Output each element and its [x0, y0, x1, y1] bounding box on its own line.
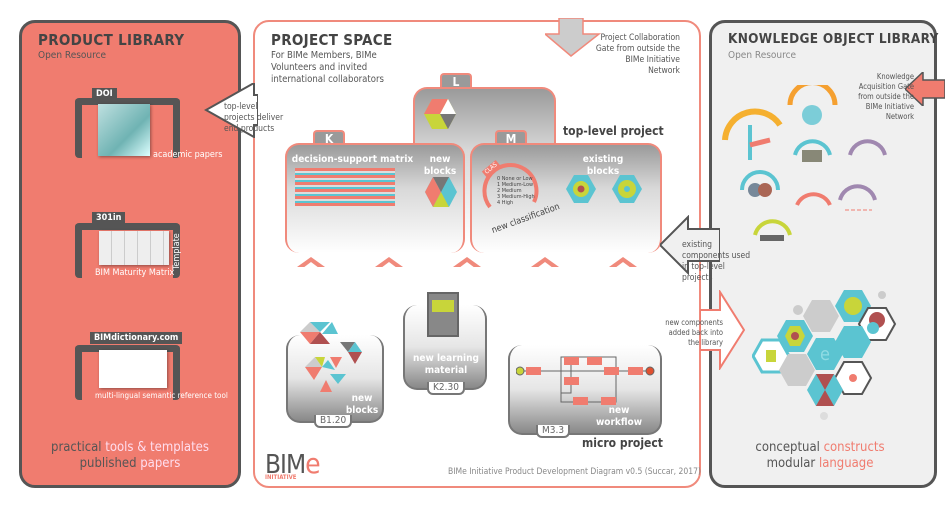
micro-project-label: micro project: [582, 436, 663, 450]
credit-text: BIMe Initiative Product Development Diag…: [448, 467, 701, 477]
micro-b-label: new blocks: [345, 393, 379, 416]
block-tab-k: K: [313, 130, 345, 146]
hexagon-block-icon: [424, 99, 456, 129]
up-chevron-icon: [375, 257, 403, 268]
product-caption: BIM Maturity Matrix: [95, 268, 175, 278]
knowledge-footer: conceptual constructs modular language: [755, 440, 885, 471]
existing-blocks-icons: [566, 175, 642, 203]
classification-arc: [482, 162, 539, 209]
bime-logo: BIMe INITIATIVE: [265, 447, 321, 481]
new-components-arrow: [700, 290, 745, 370]
hexagon-block-icon: [425, 177, 457, 207]
k-title: decision-support matrix: [291, 154, 414, 165]
knowledge-library-subtitle: Open Resource: [728, 50, 797, 61]
new-components-label: new components added back into the libra…: [665, 318, 723, 347]
existing-blocks-label: existing blocks: [582, 154, 624, 177]
product-library-subtitle: Open Resource: [38, 50, 107, 61]
block-tab-m: M: [495, 130, 527, 146]
knowledge-gate-label: Knowledge Acquisition Gate from outside …: [858, 72, 914, 121]
knowledge-library-panel: [709, 20, 937, 488]
block-tab-l: L: [440, 73, 472, 89]
project-space-title: PROJECT SPACE: [271, 31, 393, 49]
new-blocks-label: new blocks: [423, 154, 457, 177]
matrix-thumbnail: [99, 231, 169, 265]
workflow-graphic: [516, 356, 655, 405]
micro-k-tag: K2.30: [427, 382, 465, 395]
micro-m-label: new workflow: [595, 405, 643, 428]
existing-components-label: existing components used in top-level pr…: [682, 240, 751, 283]
knowledge-gate-arrow: [905, 72, 945, 106]
top-level-project-label: top-level project: [563, 124, 664, 138]
collaboration-gate-arrow: [545, 18, 602, 57]
triangle-blocks-graphic: [300, 322, 362, 392]
existing-components-arrow: [660, 215, 720, 275]
dictionary-thumbnail: [99, 350, 167, 388]
product-library-title: PRODUCT LIBRARY: [38, 31, 185, 49]
modular-hexagon-cluster: e: [752, 290, 897, 420]
micro-b-tag: B1.20: [314, 415, 353, 428]
micro-project-m3-3[interactable]: [508, 345, 662, 435]
knowledge-library-title: KNOWLEDGE OBJECT LIBRARY: [728, 31, 939, 47]
up-chevron-icon: [297, 257, 325, 268]
product-tab: DOI: [92, 88, 117, 100]
decision-matrix-graphic: [295, 168, 395, 206]
paper-thumbnail: [98, 104, 150, 156]
up-chevron-icon: [609, 257, 637, 268]
micro-project-k2-30[interactable]: [403, 305, 487, 390]
product-tab: BIMdictionary.com: [90, 332, 183, 344]
product-side-label: Template: [172, 233, 182, 270]
up-chevron-icon: [531, 257, 559, 268]
svg-text:e: e: [820, 344, 830, 365]
deliver-products-arrow: [204, 83, 258, 138]
product-tab: 301in: [92, 212, 126, 224]
deliver-products-label: top-level projects deliver end products: [224, 102, 284, 134]
micro-k-label: new learning material: [413, 353, 479, 376]
learning-material-icon: [427, 292, 459, 337]
product-caption: academic papers: [153, 150, 223, 160]
product-footer: practical tools & templates published pa…: [51, 440, 209, 471]
knowledge-objects-graphic: [722, 85, 887, 241]
collaboration-gate-label: Project Collaboration Gate from outside …: [595, 33, 680, 76]
micro-m-tag: M3.3: [536, 425, 571, 438]
product-caption: multi-lingual semantic reference tool: [95, 391, 228, 400]
project-space-subtitle: For BIMe Members, BIMe Volunteers and in…: [271, 50, 384, 85]
up-chevron-icon: [453, 257, 481, 268]
